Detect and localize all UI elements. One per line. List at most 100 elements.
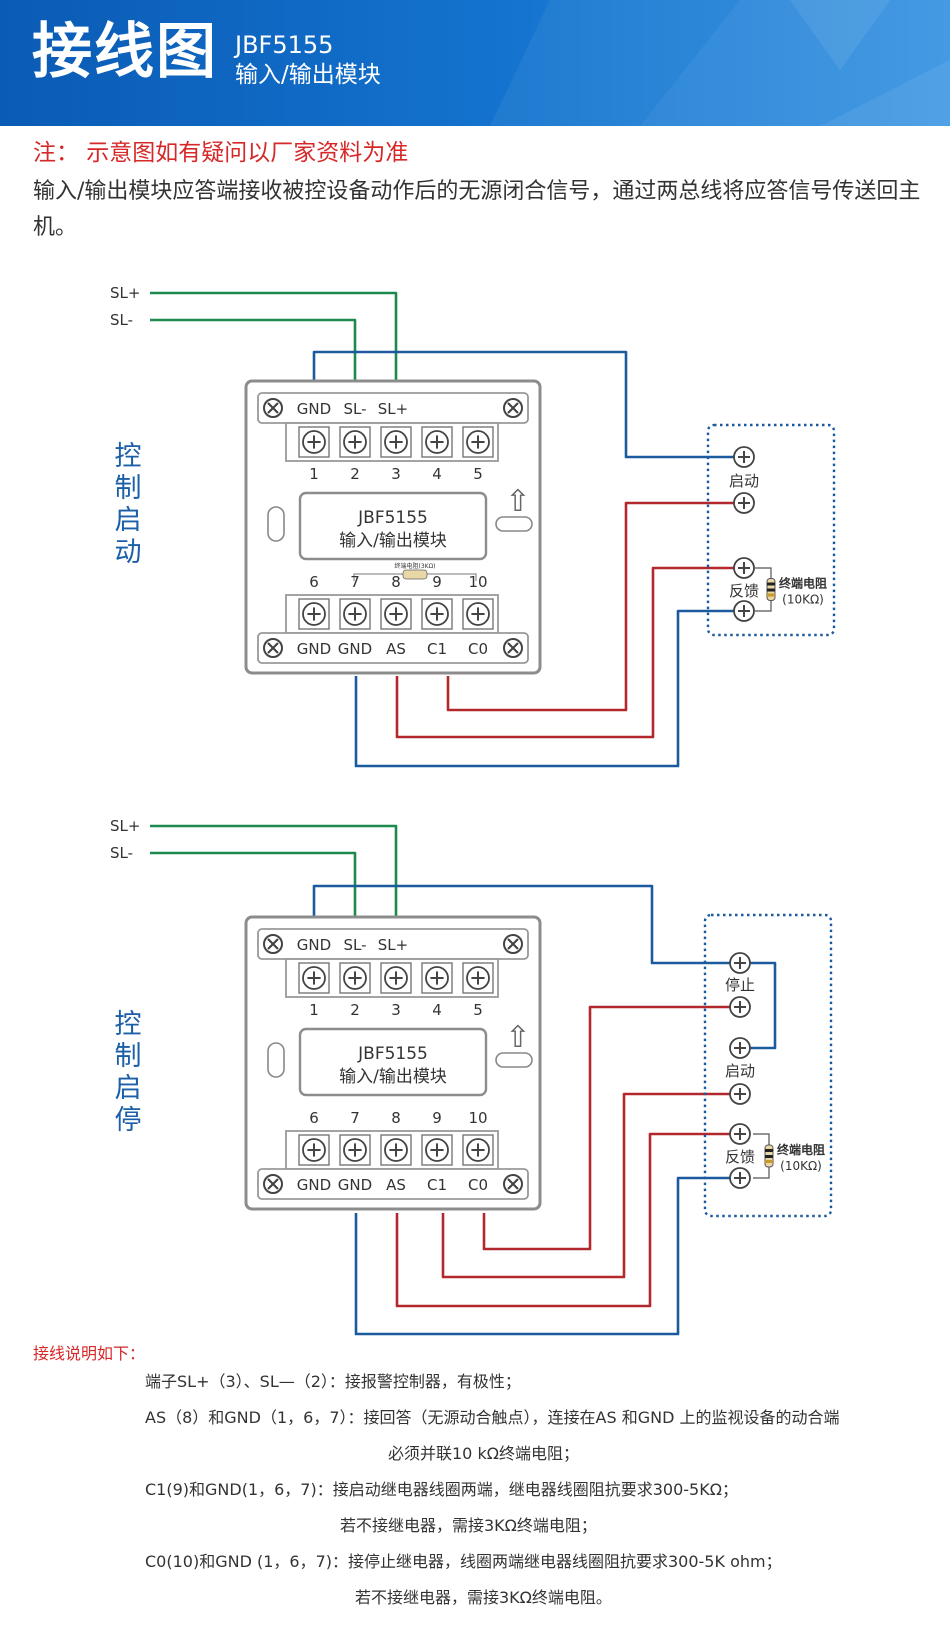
terminal-number: 3 (391, 465, 401, 483)
terminal-label: SL+ (378, 400, 408, 418)
side-label: 控 (115, 441, 142, 472)
mount-slot (267, 506, 285, 542)
screw-slot (507, 642, 519, 654)
terminal-number: 10 (468, 1109, 487, 1127)
note-text: 注： 示意图如有疑问以厂家资料为准 (33, 140, 409, 166)
terminal-label: SL- (343, 936, 366, 954)
terminal-label: C0 (468, 640, 488, 658)
up-arrow-icon: ⇧ (505, 484, 530, 519)
terminal-number: 3 (391, 1001, 401, 1019)
wire-as-to-feedback (395, 1132, 740, 1308)
mount-slot (495, 1052, 533, 1068)
resistor-band (767, 593, 775, 597)
device-label-start: 启动 (725, 1062, 755, 1080)
wire-c0-to-stop (482, 1005, 740, 1251)
wire-sl-minus (150, 318, 357, 380)
module-name: 输入/输出模块 (339, 531, 447, 551)
screw-slot (267, 642, 279, 654)
note-line: AS（8）和GND（1，6，7）：接回答（无源动合触点），连接在AS 和GND … (145, 1408, 840, 1427)
end-resistor-title: 终端电阻 (777, 1142, 825, 1157)
resistor-band (767, 588, 775, 592)
terminal-number: 8 (391, 573, 401, 591)
note-line: 必须并联10 kΩ终端电阻； (388, 1444, 579, 1463)
device-label-feedback: 反馈 (725, 1148, 755, 1166)
up-arrow-icon: ⇧ (505, 1020, 530, 1055)
terminal-label: GND (297, 1176, 331, 1194)
wire-gnd-to-feedback (354, 1176, 740, 1336)
screw-slot (507, 1178, 519, 1190)
side-label: 制 (115, 473, 142, 504)
terminal-label: GND (338, 640, 372, 658)
mount-slot (267, 1042, 285, 1078)
device-label-feedback: 反馈 (729, 582, 759, 600)
model-label-box (298, 1027, 488, 1097)
terminal-label: GND (297, 640, 331, 658)
mount-slot (495, 516, 533, 532)
device-label-stop: 停止 (725, 976, 755, 994)
note-line: C0(10)和GND (1，6，7)：接停止继电器，线圈两端继电器线圈阻抗要求3… (145, 1552, 782, 1571)
terminal-label: C1 (427, 640, 447, 658)
bus-label-sl-minus: SL- (110, 311, 133, 329)
resistor-band (765, 1160, 773, 1163)
screw-slot (267, 402, 279, 414)
terminal-number: 2 (350, 465, 360, 483)
wire-c1-to-start (441, 1092, 740, 1279)
module-model: JBF5155 (357, 1044, 428, 1064)
bottom-label-strip (257, 1168, 529, 1200)
wire-gnd-to-start (312, 350, 744, 459)
resistor-lead (755, 567, 772, 612)
terminal-number: 6 (309, 573, 319, 591)
terminal-number: 2 (350, 1001, 360, 1019)
end-resistor-title: 终端电阻 (779, 576, 827, 591)
side-label: 制 (115, 1041, 142, 1072)
header-facets (490, 0, 950, 126)
bus-label-sl-minus: SL- (110, 844, 133, 862)
wire-as-to-feedback (395, 566, 744, 739)
terminal-number: 5 (473, 465, 483, 483)
module-model: JBF5155 (357, 508, 428, 528)
terminal-label: AS (386, 640, 406, 658)
model-label-box (298, 491, 488, 561)
device-box-dashed (706, 423, 836, 637)
terminal-number: 5 (473, 1001, 483, 1019)
notes-title: 接线说明如下： (33, 1344, 146, 1363)
terminal-number: 4 (432, 465, 442, 483)
bus-label-sl-plus: SL+ (110, 284, 140, 302)
header-subtitle: 输入/输出模块 (235, 62, 381, 88)
terminal-label: GND (297, 936, 331, 954)
screw-slot (507, 938, 519, 950)
side-label: 启 (115, 1073, 142, 1104)
terminal-number: 8 (391, 1109, 401, 1127)
side-label: 启 (115, 505, 142, 536)
end-resistor-value: (10KΩ) (782, 593, 824, 607)
device-label-start: 启动 (729, 472, 759, 490)
wire-c1-to-start (446, 501, 744, 712)
terminal-number: 1 (309, 1001, 319, 1019)
resistor-lead (753, 1133, 770, 1179)
note-line: 端子SL+（3）、SL—（2）：接报警控制器，有极性； (145, 1372, 521, 1391)
terminal-number: 7 (350, 573, 360, 591)
header-banner: 接线图 JBF5155 输入/输出模块 (0, 0, 950, 126)
terminal-label: GND (297, 400, 331, 418)
terminal-label: SL+ (378, 936, 408, 954)
description-text: 输入/输出模块应答端接收被控设备动作后的无源闭合信号，通过两总线将应答信号传送回… (33, 179, 921, 240)
bus-label-sl-plus: SL+ (110, 817, 140, 835)
screw-slot (507, 402, 519, 414)
terminal-number: 10 (468, 573, 487, 591)
terminal-number: 1 (309, 465, 319, 483)
module-name: 输入/输出模块 (339, 1067, 447, 1087)
screw-slot (267, 1178, 279, 1190)
terminal-number: 9 (432, 1109, 442, 1127)
terminal-label: SL- (343, 400, 366, 418)
terminal-number: 7 (350, 1109, 360, 1127)
side-label: 动 (115, 537, 142, 568)
terminal-number: 6 (309, 1109, 319, 1127)
side-label: 停 (115, 1105, 142, 1136)
bottom-label-strip (257, 632, 529, 664)
terminal-number: 9 (432, 573, 442, 591)
page-title: 接线图 (32, 17, 218, 87)
resistor-icon (402, 569, 428, 580)
header-model: JBF5155 (235, 31, 334, 59)
terminal-label: C1 (427, 1176, 447, 1194)
